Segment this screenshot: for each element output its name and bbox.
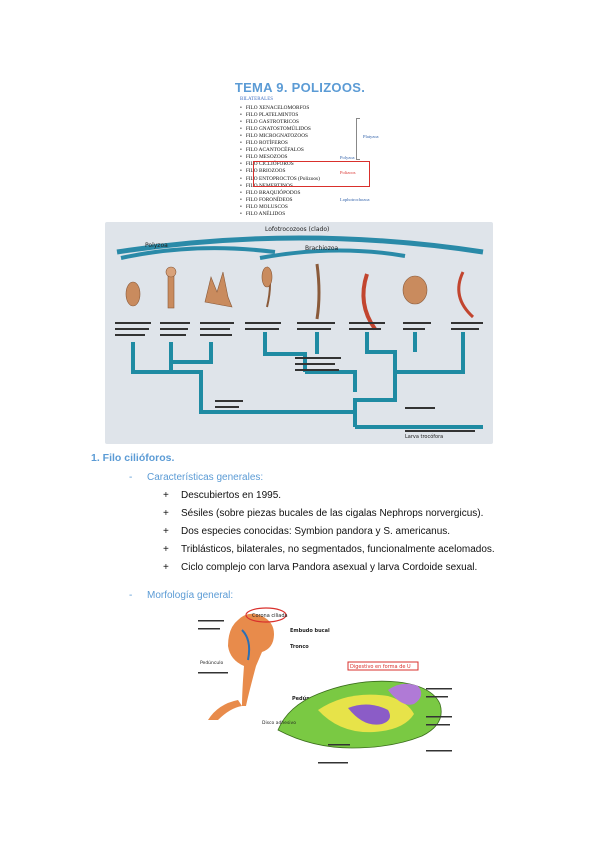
- phylum-item: FILO BRIOZOOS: [240, 168, 380, 175]
- label-corona: Corona ciliada: [252, 613, 288, 619]
- phylum-item: FILO BRAQUIÓPODOS: [240, 190, 380, 197]
- phylogeny-figure: Lofotrocozoos (clado) Polyzoa Brachiozoa: [105, 222, 493, 444]
- tree-top-label: Lofotrocozoos (clado): [265, 226, 329, 233]
- phylum-item: FILO MESOZOOS: [240, 154, 380, 161]
- phylum-item: FILO ACANTOCÉFALOS: [240, 147, 380, 154]
- subheading-caracteristicas: -Características generales:: [129, 472, 264, 483]
- phylum-item: FILO ANÉLIDOS: [240, 211, 380, 218]
- bullet-2: +Sésiles (sobre piezas bucales de las ci…: [163, 508, 484, 519]
- svg-text:Pedúnculo: Pedúnculo: [200, 659, 223, 666]
- phylum-item: FILO PLATELMINTOS: [240, 112, 380, 119]
- section-heading-cilioforos: 1. Filo cilióforos.: [91, 452, 175, 464]
- subheading-morfologia: -Morfología general:: [129, 590, 234, 601]
- side-label-polizoos: Polizoos: [340, 170, 356, 175]
- platyzoa-brace: [356, 118, 360, 160]
- page-title: TEMA 9. POLIZOOS.: [234, 80, 366, 95]
- phylum-item: FILO FORONÍDEOS: [240, 197, 380, 204]
- label-digestivo: Digestivo en forma de U: [350, 664, 411, 670]
- phylum-item: FILO GNATOSTOMÚLIDOS: [240, 126, 380, 133]
- phylum-item: FILO MICROGNATOZOOS: [240, 133, 380, 140]
- phylum-item: FILO XENACELOMORFOS: [240, 105, 380, 112]
- phyla-rows: FILO XENACELOMORFOSFILO PLATELMINTOSFILO…: [240, 105, 380, 218]
- label-pedunculo: Pedúnculo: [292, 695, 322, 702]
- bullet-1: +Descubiertos en 1995.: [163, 490, 282, 501]
- side-label-platyzoa: Platyzoa: [363, 134, 379, 139]
- side-label-polyzoa: Polyzoa: [340, 155, 355, 160]
- morphology-figure: Corona ciliada Embudo bucal Tronco Pedún…: [198, 600, 470, 768]
- label-embudo: Embudo bucal: [290, 628, 330, 634]
- label-tronco: Tronco: [290, 644, 309, 650]
- bullet-4: +Triblásticos, bilaterales, no segmentad…: [163, 544, 495, 555]
- bullet-5: +Ciclo complejo con larva Pandora asexua…: [163, 562, 478, 573]
- label-disco: Disco adhesivo: [262, 720, 296, 726]
- phylum-item: FILO ENTOPROCTOS (Polizoos): [240, 176, 380, 183]
- bullet-3: +Dos especies conocidas: Symbion pandora…: [163, 526, 451, 537]
- side-label-lophotrochozoa: Lophotrochozoa: [340, 197, 370, 202]
- phylum-item: FILO CICLIÓFOROS: [240, 161, 380, 168]
- phylum-item: FILO GASTROTRICOS: [240, 119, 380, 126]
- polizoos-highlight-box: [253, 161, 370, 187]
- phylum-item: FILO NEMERTINOS: [240, 183, 380, 190]
- morphology-svg: Corona ciliada Embudo bucal Tronco Pedún…: [198, 607, 452, 764]
- phylum-item: FILO ROTÍFEROS: [240, 140, 380, 147]
- phyla-list: BILATERALES FILO XENACELOMORFOSFILO PLAT…: [240, 96, 380, 221]
- phylogeny-svg: Lofotrocozoos (clado) Polyzoa Brachiozoa: [115, 226, 484, 440]
- svg-text:Larva trocófora: Larva trocófora: [405, 433, 443, 440]
- svg-text:Brachiozoa: Brachiozoa: [305, 245, 339, 252]
- svg-text:Polyzoa: Polyzoa: [145, 242, 168, 249]
- phylum-item: FILO MOLUSCOS: [240, 204, 380, 211]
- phyla-header: BILATERALES: [240, 97, 274, 102]
